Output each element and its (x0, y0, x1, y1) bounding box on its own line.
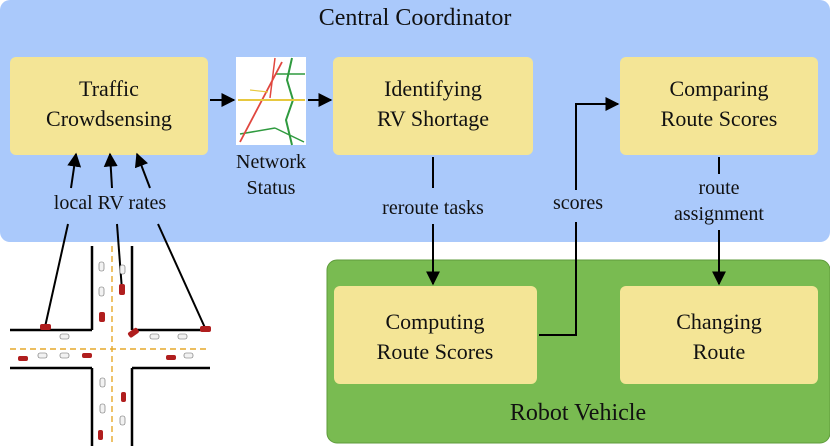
local-rate-arrow-left (67, 152, 82, 189)
comparing-route-scores-box[interactable]: Comparing Route Scores (620, 57, 818, 155)
intersection-traffic-icon (10, 246, 211, 446)
flow-arrows (44, 93, 726, 336)
vehicle-rate-line-right (157, 223, 207, 331)
local-rate-arrow-middle (103, 152, 118, 189)
local-rate-arrow-right (134, 152, 151, 189)
vehicle-rate-line-left (44, 223, 69, 328)
road-network-map-icon (236, 57, 306, 146)
computing-route-scores-line-2: Route Scores (377, 339, 494, 364)
identifying-rv-shortage-line-2: RV Shortage (377, 106, 489, 131)
traffic-crowdsensing-line-1: Traffic (79, 76, 139, 101)
changing-route-box[interactable]: Changing Route (620, 286, 818, 384)
network-status-label-line-2: Status (247, 177, 296, 199)
changing-route-line-2: Route (693, 339, 746, 364)
traffic-crowdsensing-box[interactable]: Traffic Crowdsensing (10, 57, 208, 155)
local-rv-rates-label: local RV rates (54, 192, 167, 214)
traffic-crowdsensing-line-2: Crowdsensing (46, 106, 172, 131)
central-coordinator-title: Central Coordinator (319, 5, 512, 31)
comparing-route-scores-line-1: Comparing (670, 76, 769, 101)
identifying-rv-shortage-line-1: Identifying (384, 76, 482, 101)
network-status-label-line-1: Network (236, 151, 306, 173)
computing-route-scores-box[interactable]: Computing Route Scores (334, 286, 537, 384)
computing-route-scores-line-1: Computing (385, 309, 484, 334)
route-assignment-label-line-2: assignment (674, 203, 764, 225)
robot-vehicle-title: Robot Vehicle (510, 400, 646, 426)
vehicle-rate-line-middle (116, 223, 123, 291)
route-assignment-label-line-1: route (698, 177, 739, 199)
comparing-route-scores-line-2: Route Scores (661, 106, 778, 131)
scores-label: scores (553, 192, 603, 214)
reroute-tasks-label: reroute tasks (382, 197, 484, 219)
computing-to-comparing-arrow-top (575, 97, 620, 190)
identifying-rv-shortage-box[interactable]: Identifying RV Shortage (333, 57, 533, 155)
changing-route-line-1: Changing (676, 309, 762, 334)
computing-to-comparing-arrow-bottom (539, 222, 577, 336)
